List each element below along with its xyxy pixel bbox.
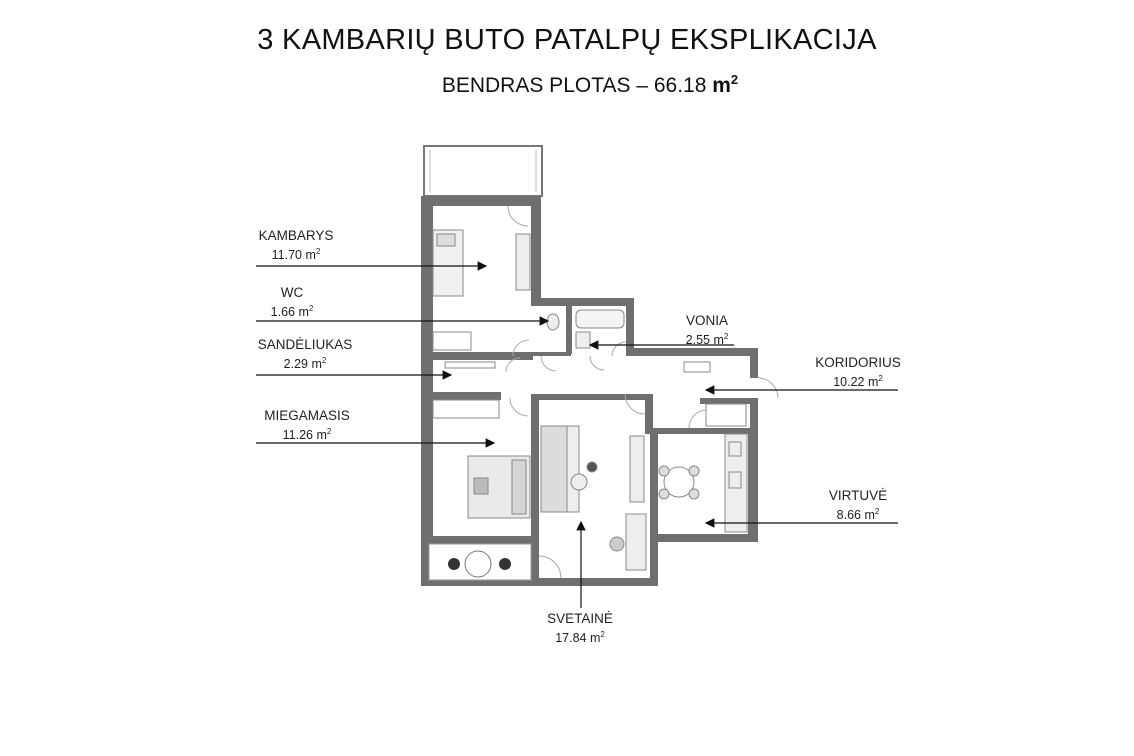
label-vonia: VONIA 2.55 m2 (685, 313, 729, 348)
furniture (432, 229, 748, 571)
leader-arrows (256, 261, 898, 608)
label-virtuve: VIRTUVĖ 8.66 m2 (828, 488, 888, 523)
doors (505, 205, 779, 579)
total-area-unit: m2 (712, 72, 739, 97)
label-svetaine: SVETAINĖ 17.84 m2 (547, 611, 613, 646)
total-area-subtitle: BENDRAS PLOTAS – 66.18 m2 (0, 72, 1134, 98)
total-area-text: BENDRAS PLOTAS – 66.18 (441, 74, 707, 97)
label-wc: WC 1.66 m2 (270, 285, 314, 320)
label-koridorius: KORIDORIUS 10.22 m2 (815, 355, 901, 390)
balcony-top (423, 145, 543, 197)
label-sandeliukas: SANDĖLIUKAS 2.29 m2 (257, 337, 353, 372)
page-title: 3 KAMBARIŲ BUTO PATALPŲ EKSPLIKACIJA (257, 24, 877, 56)
room-floors (433, 206, 750, 578)
label-miegamasis: MIEGAMASIS 11.26 m2 (264, 408, 350, 443)
balcony-bottom (428, 543, 532, 581)
label-kambarys: KAMBARYS 11.70 m2 (258, 228, 334, 263)
walls (421, 196, 758, 586)
